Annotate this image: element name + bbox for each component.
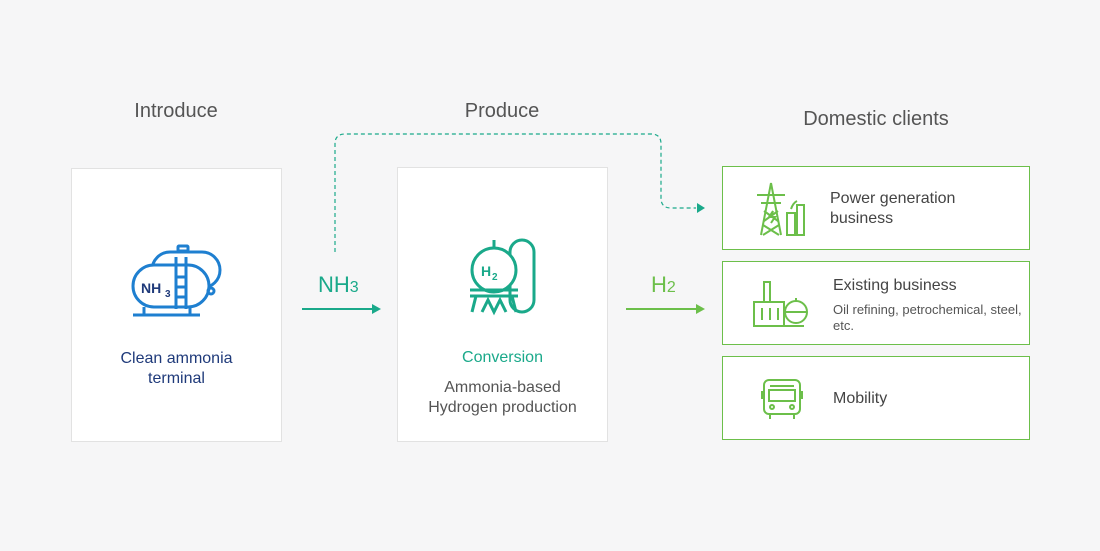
svg-text:NH: NH [141,280,161,296]
introduce-heading: Introduce [134,100,218,122]
h2-arrow [626,304,705,314]
client-power: Power generation business [722,166,1030,250]
ammonia-tank-icon: NH 3 [131,244,222,317]
bus-icon [761,379,803,419]
client-mobility: Mobility [722,356,1030,440]
conversion-desc: Ammonia-based Hydrogen production [428,379,577,416]
h2-label: H2 [651,272,676,298]
client-existing-sub: Oil refining, petrochemical, steel, etc. [833,302,1022,333]
client-existing: Existing business Oil refining, petroche… [722,261,1030,345]
nh3-arrow [302,304,381,314]
terminal-title: Clean ammonia terminal [120,350,233,387]
svg-text:3: 3 [165,289,171,300]
nh3-label: NH3 [318,272,359,298]
h2-sub: 2 [666,279,676,296]
client-existing-title: Existing business [833,277,957,294]
conversion-title: Conversion [462,349,543,366]
refinery-icon [753,281,808,327]
client-mobility-title: Mobility [833,390,888,407]
svg-text:2: 2 [492,272,498,283]
terminal-card: NH 3 Clean ammonia terminal [71,168,282,442]
conversion-card: H 2 Conversion Ammonia-based Hydrogen pr… [397,167,608,442]
client-power-title: Power generation business [830,190,956,227]
power-tower-icon [757,182,805,236]
produce-heading: Produce [464,100,540,122]
hydrogen-plant-icon: H 2 [470,238,536,316]
nh3-sub: 3 [349,279,359,296]
svg-text:H: H [481,263,491,279]
h2-base: H [651,272,667,297]
nh3-base: NH [318,272,350,297]
clients-heading: Domestic clients [803,108,949,130]
